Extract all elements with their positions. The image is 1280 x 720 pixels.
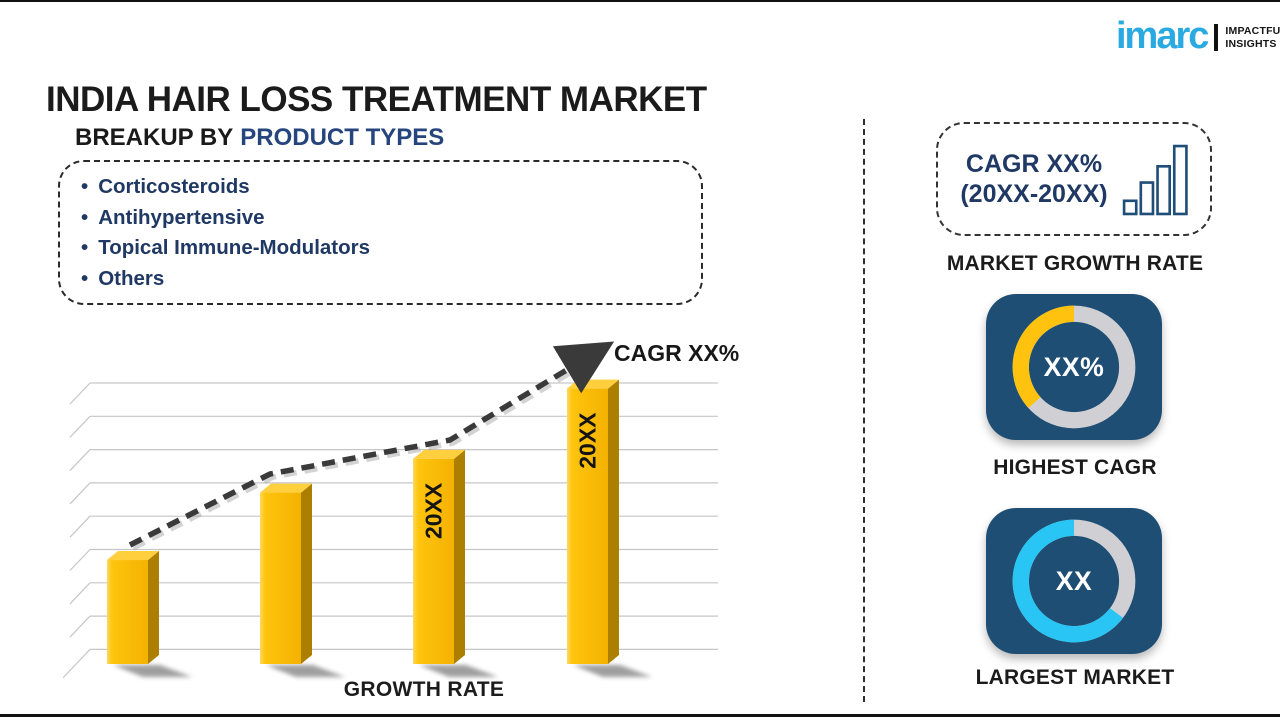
largest-market-caption: LARGEST MARKET: [975, 666, 1175, 689]
vertical-dashed-divider: [863, 119, 865, 702]
donut-center-value: XX: [1056, 566, 1092, 596]
product-type-item: Corticosteroids: [81, 172, 701, 203]
highest-cagr-caption: HIGHEST CAGR: [993, 456, 1157, 479]
bottom-border-rule: [0, 714, 1280, 717]
product-type-item: Others: [81, 264, 701, 295]
cagr-period-line: (20XX-20XX): [960, 180, 1108, 208]
svg-text:20XX: 20XX: [421, 482, 447, 539]
imarc-logo-tagline: IMPACTFUL INSIGHTS: [1225, 25, 1280, 51]
cagr-summary-box: CAGR XX% (20XX-20XX): [936, 122, 1212, 236]
market-growth-rate-caption: MARKET GROWTH RATE: [946, 252, 1204, 275]
chart-x-axis-label: GROWTH RATE: [343, 678, 505, 701]
imarc-logo: imarc IMPACTFUL INSIGHTS: [1116, 15, 1280, 57]
cagr-summary-text: CAGR XX% (20XX-20XX): [960, 149, 1107, 210]
svg-text:20XX: 20XX: [575, 412, 601, 469]
highest-cagr-donut-chart: XX%: [1012, 305, 1136, 429]
imarc-logo-text: imarc: [1116, 15, 1209, 57]
chart-trend-label: CAGR XX%: [614, 340, 740, 366]
breakup-heading-highlight: PRODUCT TYPES: [240, 124, 445, 151]
page-title: INDIA HAIR LOSS TREATMENT MARKET: [46, 80, 707, 120]
product-type-item: Topical Immune-Modulators: [81, 233, 701, 264]
breakup-heading-prefix: BREAKUP BY: [75, 124, 234, 151]
donut-segment: [1012, 519, 1123, 643]
donut-segment: [1012, 305, 1075, 409]
cagr-value-line: CAGR XX%: [965, 149, 1103, 178]
highest-cagr-card: XX%: [986, 294, 1162, 440]
growth-rate-bar-chart: 20XX 20XX: [62, 341, 718, 679]
largest-market-donut-chart: XX: [1012, 519, 1136, 643]
tagline-line1: IMPACTFUL: [1225, 24, 1280, 37]
product-types-list: Corticosteroids Antihypertensive Topical…: [81, 172, 701, 294]
product-types-box: Corticosteroids Antihypertensive Topical…: [58, 160, 703, 305]
tagline-line2: INSIGHTS: [1225, 38, 1277, 51]
product-type-item: Antihypertensive: [81, 203, 701, 234]
largest-market-card: XX: [986, 508, 1162, 654]
bar-chart-icon: [1122, 144, 1188, 216]
donut-center-value: XX%: [1044, 352, 1105, 382]
imarc-logo-divider: [1214, 24, 1219, 52]
top-border-rule: [0, 0, 1280, 2]
